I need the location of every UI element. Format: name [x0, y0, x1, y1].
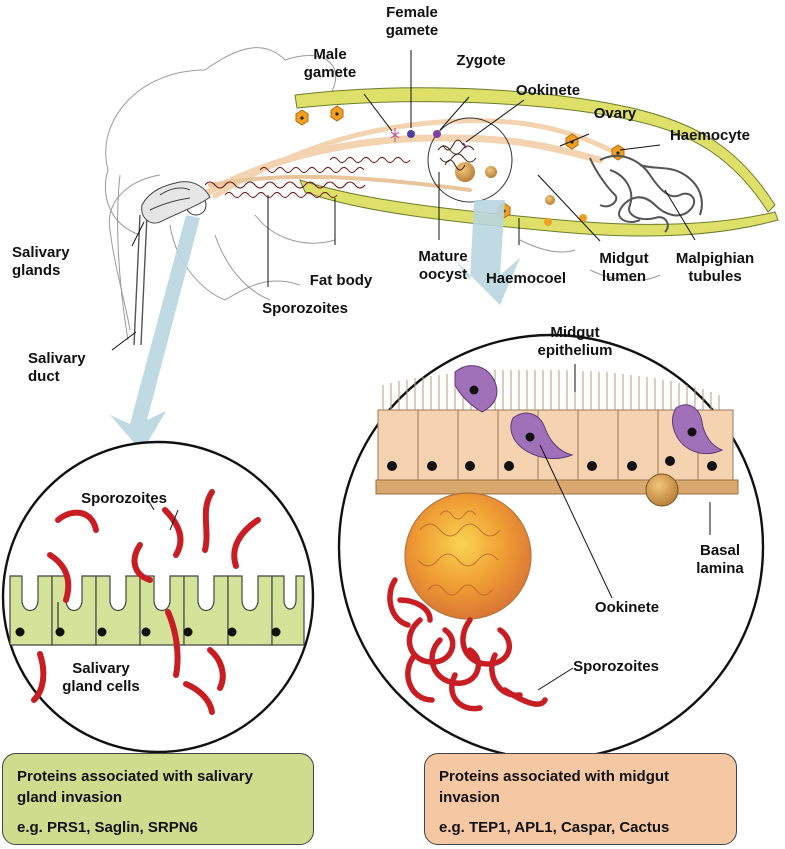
malpighian-tubules — [589, 155, 703, 233]
label-ookinete-inset: Ookinete — [594, 599, 660, 616]
label-mature-oocyst: Mature oocyst — [418, 248, 468, 283]
label-male-gamete: Male gamete — [303, 46, 357, 81]
label-midgut-lumen: Midgut lumen — [599, 250, 649, 285]
label-haemocyte: Haemocyte — [669, 127, 751, 144]
label-salivary-duct: Salivary duct — [28, 350, 86, 385]
salivary-proteins-box: Proteins associated with salivary gland … — [2, 753, 314, 845]
abdomen-body — [181, 87, 779, 237]
midgut-proteins-examples: e.g. TEP1, APL1, Caspar, Cactus — [439, 819, 670, 836]
salivary-glands-top — [141, 181, 211, 224]
salivary-inset — [1, 440, 315, 754]
salivary-proteins-examples: e.g. PRS1, Saglin, SRPN6 — [17, 819, 198, 836]
gametes — [390, 128, 467, 149]
label-malpighian-tubules: Malpighian tubules — [675, 250, 755, 285]
sporozoites-squiggles — [204, 157, 411, 198]
salivary-proteins-heading: Proteins associated with salivary gland … — [17, 768, 253, 806]
midgut-proteins-heading: Proteins associated with midgut invasion — [439, 768, 670, 806]
leader-lines-top — [111, 50, 696, 351]
midgut-tube — [181, 134, 604, 209]
midgut-proteins-box: Proteins associated with midgut invasion… — [424, 753, 737, 845]
zoom-arrows — [110, 200, 520, 452]
label-salivary-glands: Salivary glands — [12, 244, 70, 279]
label-haemocoel: Haemocoel — [485, 270, 567, 287]
label-female-gamete: Female gamete — [385, 4, 439, 39]
label-zygote: Zygote — [456, 52, 506, 69]
mature-oocyst-tangle — [437, 139, 477, 171]
label-basal-lamina: Basal lamina — [696, 542, 744, 577]
label-sporozoites-right-inset: Sporozoites — [573, 658, 659, 675]
small-oocysts — [455, 162, 587, 226]
oocyst-zoom-ring — [427, 117, 513, 203]
label-midgut-epithelium: Midgut epithelium — [537, 324, 613, 359]
salivary-duct — [133, 214, 148, 346]
label-fat-body: Fat body — [309, 272, 373, 289]
label-sporozoites-top: Sporozoites — [262, 300, 348, 317]
label-ovary: Ovary — [593, 105, 637, 122]
label-salivary-gland-cells: Salivary gland cells — [62, 660, 140, 695]
label-ookinete-top: Ookinete — [515, 82, 581, 99]
label-sporozoites-left-inset: Sporozoites — [81, 490, 167, 507]
